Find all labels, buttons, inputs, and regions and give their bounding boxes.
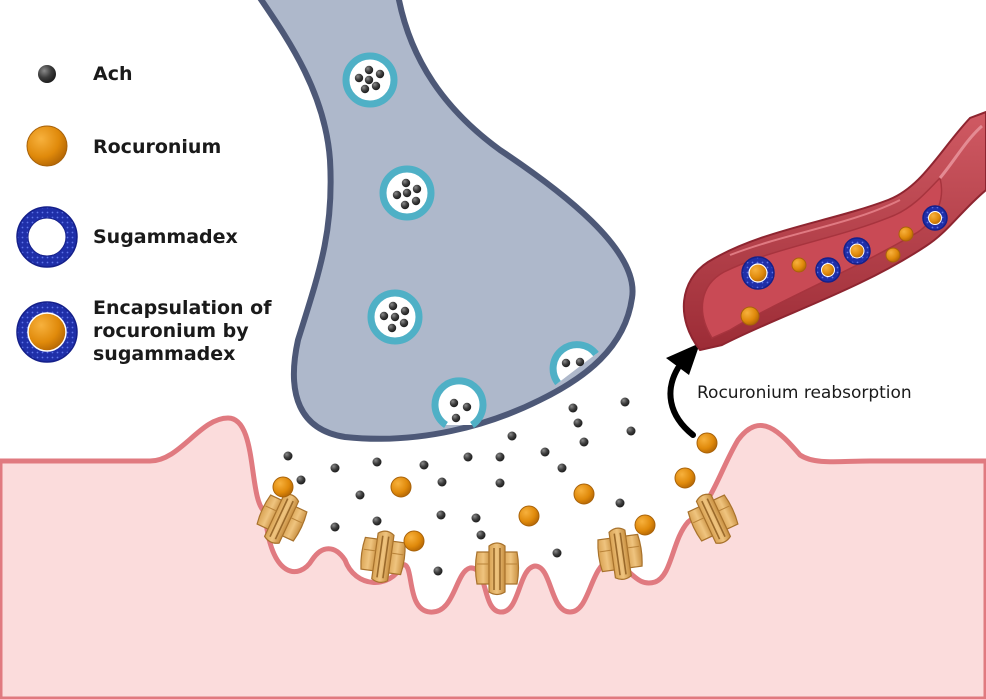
ach-molecules — [283, 397, 636, 576]
rocuronium-legend-label: Rocuronium — [93, 136, 222, 158]
encapsulation-legend-label: Encapsulation of rocuronium by sugammade… — [93, 297, 271, 366]
encapsulation-label-line3: sugammadex — [93, 343, 236, 365]
encapsulated-complex — [922, 205, 948, 231]
rocuronium-molecules — [272, 432, 718, 552]
blood-vessel — [682, 110, 986, 352]
reabsorption-label: Rocuronium reabsorption — [697, 383, 912, 403]
fusing-vesicle — [549, 341, 599, 386]
encapsulated-complex — [815, 257, 841, 283]
encapsulation-legend-icon — [16, 301, 78, 363]
encapsulated-complex — [741, 256, 775, 290]
vesicle — [342, 52, 398, 108]
nerve-terminal — [257, 0, 636, 442]
reabsorption-arrow — [667, 365, 696, 438]
fusing-vesicle — [431, 377, 487, 428]
sugammadex-legend-label: Sugammadex — [93, 226, 238, 248]
encapsulation-label-line2: rocuronium by — [93, 320, 249, 342]
encapsulated-complex — [843, 237, 871, 265]
rocuronium-legend-icon — [26, 125, 68, 167]
encapsulation-label-line1: Encapsulation of — [93, 297, 272, 319]
vesicle — [379, 165, 435, 221]
vessel-rocuronium — [740, 226, 914, 326]
ach-legend-label: Ach — [93, 63, 133, 85]
arrowhead — [666, 343, 700, 375]
vesicle — [367, 289, 423, 345]
muscle-tissue — [0, 415, 986, 699]
sugammadex-legend-icon — [16, 206, 78, 268]
ach-legend-icon — [38, 65, 56, 83]
